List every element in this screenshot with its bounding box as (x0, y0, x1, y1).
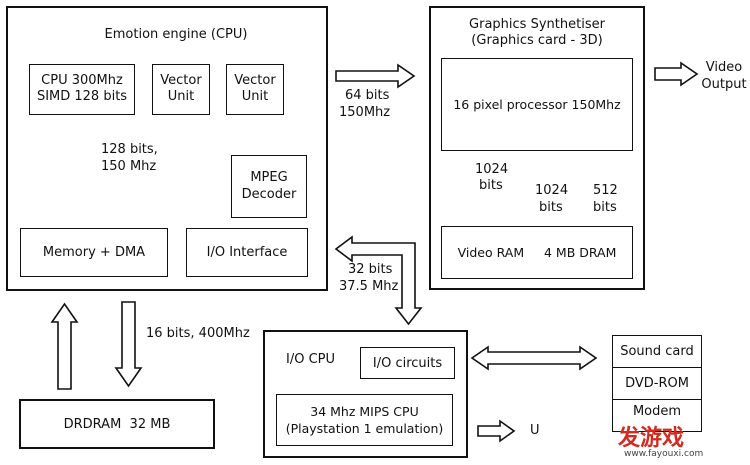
video-ram-box: Video RAM 4 MB DRAM (441, 226, 633, 279)
drdram-label: DRDRAM 32 MB (63, 416, 171, 432)
link-1024-down-line1: 1024 (475, 162, 509, 177)
sound-card-label: Sound card (620, 344, 694, 359)
cpu-core-line1: CPU 300Mhz (41, 73, 123, 88)
gs-title-line1: Graphics Synthetiser (469, 17, 605, 32)
modem-label: Modem (632, 404, 682, 419)
vector-unit-1-box (152, 64, 210, 115)
gs-title-line2: (Graphics card - 3D) (471, 33, 603, 48)
pixel-processor-box: 16 pixel processor 150Mhz (441, 58, 633, 151)
bus-label-line1: 128 bits, (101, 142, 158, 157)
vector-unit-2-line1: Vector (234, 73, 276, 88)
mpeg-decoder-line2: Decoder (241, 187, 297, 202)
dvd-rom-box (612, 367, 702, 400)
io-cpu-title: I/O CPU (286, 352, 336, 367)
emotion-engine-title: Emotion engine (CPU) (104, 27, 248, 42)
mips-cpu-box (276, 394, 453, 446)
io-circuits-label: I/O circuits (372, 355, 443, 371)
arrow-video-output (654, 61, 699, 87)
memory-dma-label: Memory + DMA (42, 245, 146, 260)
mips-cpu-line2: (Playstation 1 emulation) (285, 421, 444, 436)
drdram-box: DRDRAM 32 MB (19, 399, 215, 449)
link-1024-up-line1: 1024 (535, 183, 569, 198)
link-1024-up-line2: bits (539, 200, 563, 215)
io-interface-box: I/O Interface (186, 228, 308, 277)
watermark-logo: 发游戏 (618, 426, 685, 451)
arrow-io-link (334, 235, 423, 326)
mpeg-decoder-box (231, 155, 307, 218)
dvd-rom-label: DVD-ROM (625, 376, 689, 391)
link-512-up-line2: bits (593, 200, 617, 215)
video-output-line2: Output (701, 77, 747, 92)
vector-unit-2-line2: Unit (241, 89, 269, 104)
arrow-cpu-to-gs (335, 63, 416, 89)
pixel-processor-label: 16 pixel processor 150Mhz (453, 97, 621, 112)
vector-unit-1-line1: Vector (160, 73, 202, 88)
cpu-core-box (29, 64, 135, 115)
link-1024-down-line2: bits (479, 178, 503, 193)
mpeg-decoder-line1: MPEG (250, 170, 288, 185)
watermark-url: www.fayouxi.com (624, 449, 704, 459)
arrow-drdram-up (50, 302, 79, 390)
mips-cpu-line1: 34 Mhz MIPS CPU (310, 404, 419, 419)
arrow-devices (470, 345, 598, 371)
usb-label-partial: U (530, 423, 540, 438)
cpu-gs-link-line1: 64 bits (345, 88, 390, 103)
video-output-line1: Video (705, 60, 743, 75)
arrow-drdram-down (114, 301, 143, 388)
arrow-usb (477, 419, 516, 443)
io-link-line1: 32 bits (348, 262, 393, 277)
cpu-gs-link-line2: 150Mhz (339, 105, 391, 120)
io-link-line2: 37.5 Mhz (339, 279, 399, 294)
video-ram-label: Video RAM 4 MB DRAM (457, 245, 617, 260)
io-circuits-box: I/O circuits (360, 347, 455, 379)
io-interface-label: I/O Interface (206, 245, 288, 260)
modem-box (612, 399, 702, 432)
vector-unit-1-line2: Unit (167, 89, 195, 104)
sound-card-box (612, 335, 702, 368)
vector-unit-2-box (226, 64, 284, 115)
memory-dma-box: Memory + DMA (20, 228, 168, 277)
cpu-core-line2: SIMD 128 bits (36, 89, 128, 104)
bus-label-line2: 150 Mhz (101, 159, 157, 174)
ram-link-label: 16 bits, 400Mhz (146, 326, 250, 341)
link-512-up-line1: 512 (593, 183, 618, 198)
